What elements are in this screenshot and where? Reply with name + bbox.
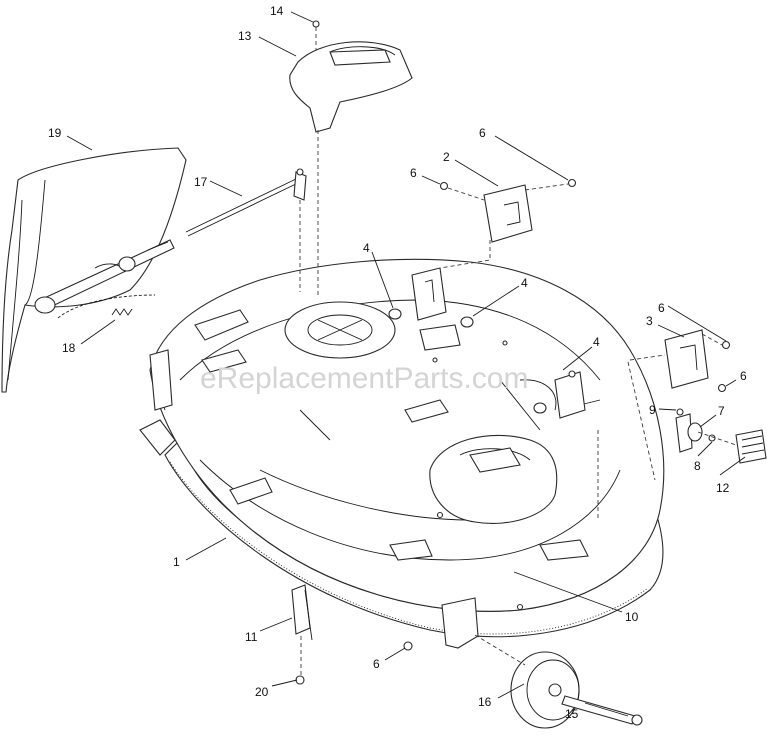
callout-6: 6	[658, 301, 665, 315]
callout-6: 6	[479, 126, 486, 140]
callout-19: 19	[48, 126, 62, 140]
wheel-assembly	[403, 597, 643, 729]
callout-4: 4	[521, 276, 528, 290]
bracket-3	[597, 329, 731, 520]
callout-3: 3	[646, 314, 653, 328]
bracket-4-group	[388, 267, 586, 419]
callout-4: 4	[593, 335, 600, 349]
callout-8: 8	[694, 459, 701, 473]
discharge-chute	[1, 147, 187, 393]
callout-17: 17	[194, 175, 208, 189]
leader-lines	[66, 11, 746, 717]
callout-6: 6	[740, 369, 747, 383]
callout-9: 9	[649, 403, 656, 417]
bracket-11	[291, 584, 313, 685]
callout-7: 7	[718, 404, 725, 418]
callout-13: 13	[238, 29, 252, 43]
callout-6: 6	[373, 657, 380, 671]
callout-15: 15	[565, 707, 579, 721]
callout-4: 4	[363, 241, 370, 255]
rod	[185, 168, 307, 292]
callout-11: 11	[245, 630, 258, 644]
top-cover	[289, 20, 413, 295]
callout-1: 1	[173, 555, 180, 569]
callout-2: 2	[443, 150, 450, 164]
adjust-knob-assembly	[675, 408, 767, 464]
mower-deck	[139, 258, 665, 638]
callout-14: 14	[270, 4, 284, 18]
callout-6: 6	[410, 166, 417, 180]
callout-10: 10	[625, 610, 639, 624]
callout-12: 12	[716, 481, 730, 495]
bracket-2	[439, 178, 577, 269]
callout-20: 20	[255, 685, 269, 699]
callout-labels: 14 13 19 17 2 6 6 4 4 4 18 3 6 6 9 7 8 1…	[48, 4, 747, 721]
callout-18: 18	[62, 341, 76, 355]
watermark: eReplacementParts.com	[200, 362, 528, 395]
callout-16: 16	[478, 695, 492, 709]
